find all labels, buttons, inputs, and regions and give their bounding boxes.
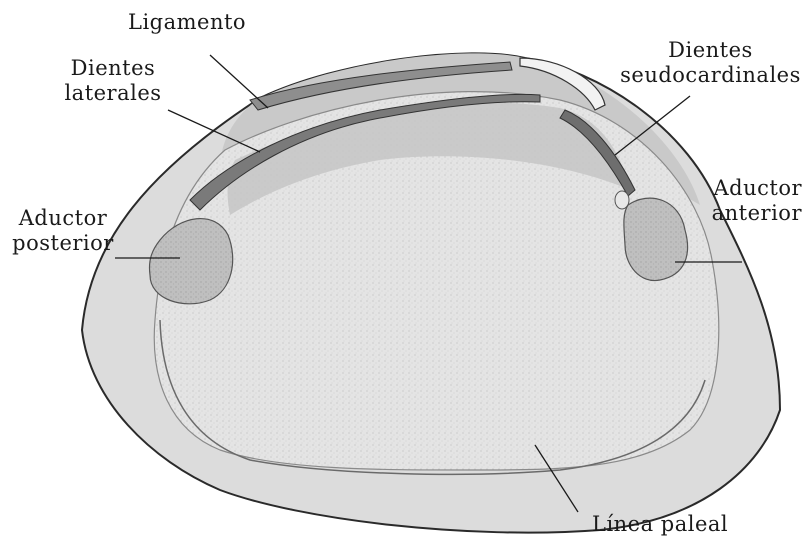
label-aductor-anterior: Aductor anterior [690, 176, 802, 226]
label-aductor-posterior-line2: posterior [8, 231, 118, 256]
label-dientes-laterales-line1: Dientes [48, 56, 178, 81]
label-aductor-anterior-line2: anterior [690, 201, 802, 226]
accessory-scar [615, 191, 629, 209]
label-aductor-posterior-line1: Aductor [8, 206, 118, 231]
label-dientes-seudocardinales-line1: Dientes [618, 38, 803, 63]
label-linea-paleal: Línea paleal [592, 512, 728, 537]
label-dientes-laterales-line2: laterales [48, 81, 178, 106]
leader-ligamento [210, 55, 268, 108]
label-dientes-laterales: Dientes laterales [48, 56, 178, 106]
label-dientes-seudocardinales-line2: seudocardinales [618, 63, 803, 88]
label-dientes-seudocardinales: Dientes seudocardinales [618, 38, 803, 88]
label-aductor-posterior: Aductor posterior [8, 206, 118, 256]
label-aductor-anterior-line1: Aductor [690, 176, 802, 201]
label-ligamento: Ligamento [128, 10, 246, 35]
